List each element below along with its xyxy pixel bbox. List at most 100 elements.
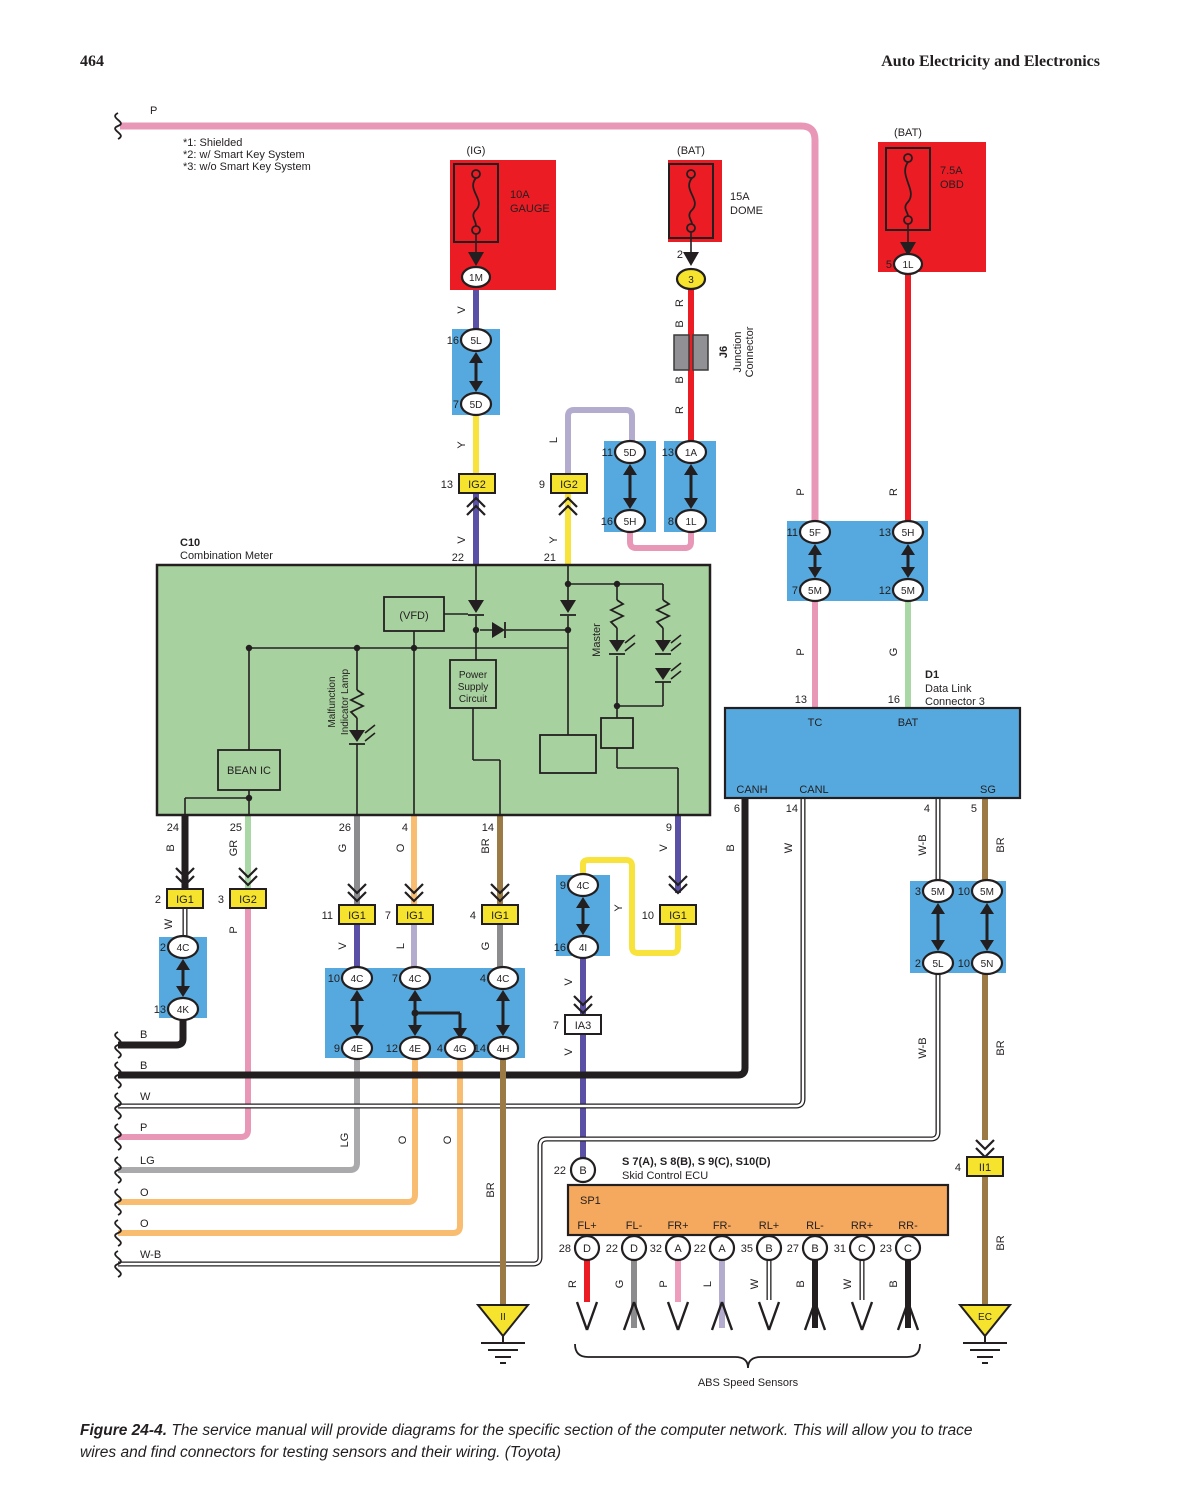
dome-loc: (BAT) (677, 145, 705, 157)
led-emission-arrows (364, 634, 682, 742)
pn-9a: 9 (539, 479, 545, 491)
obd-rating: 7.5A (940, 165, 963, 177)
pn-14b: 14 (482, 822, 494, 834)
idbox-ig1-4 (481, 904, 519, 925)
sw-l: L (702, 1281, 714, 1287)
connector-5m-4 (970, 878, 1004, 904)
le-b2: B (140, 1060, 147, 1072)
pn-9d: 9 (560, 880, 566, 892)
d1-sg: SG (980, 784, 996, 796)
wl-w2: W (163, 918, 175, 929)
connector-sp1-b (569, 1156, 597, 1184)
idbox-ii1-label: II1 (979, 1162, 991, 1174)
cl-5h3: 5H (902, 528, 915, 539)
idbox-ig1-2 (166, 888, 204, 909)
wire-lavender (565, 407, 635, 474)
wire-sensor-b (812, 1260, 911, 1328)
idbox-ig1-4-label: IG1 (491, 910, 509, 922)
psc-3: Circuit (459, 694, 488, 705)
fuse-block-obd (878, 142, 986, 272)
sp1-skid-control-box (566, 1183, 950, 1237)
pn-9b: 9 (666, 822, 672, 834)
obd-loc: (BAT) (894, 127, 922, 139)
connector-4k (166, 996, 200, 1022)
connector-4e-1 (340, 1035, 374, 1061)
cl-4c5: 4C (577, 881, 590, 892)
pn-12: 12 (879, 585, 891, 597)
cl-a2: A (718, 1243, 726, 1255)
pn-22: 22 (452, 552, 464, 564)
page-header: Auto Electricity and Electronics (881, 53, 1100, 70)
sw-r: R (567, 1280, 579, 1288)
cl-d2: D (630, 1243, 638, 1255)
pn-13d: 13 (795, 694, 807, 706)
diode-bars (349, 614, 671, 745)
wl-g2: G (337, 844, 349, 853)
chevron-arrows (175, 496, 995, 1159)
wl-p3: P (795, 648, 807, 655)
wl-br1: BR (995, 837, 1007, 852)
d1-canl: CANL (799, 784, 828, 796)
wl-wb2: W-B (917, 1037, 929, 1058)
wl-b3: B (725, 844, 737, 851)
d1-canh: CANH (736, 784, 767, 796)
connector-4c-3 (398, 965, 432, 991)
connector-5h-2 (613, 508, 647, 534)
connector-4i (566, 934, 600, 960)
pin-rrp (848, 1234, 876, 1262)
sw-w2: W (842, 1278, 854, 1289)
connector-5l-2 (921, 950, 955, 976)
wl-l1: L (548, 437, 560, 443)
j6-block-left (673, 334, 690, 371)
connector-5n (970, 950, 1004, 976)
cl-5l2: 5L (932, 959, 944, 970)
pn-2c: 2 (160, 942, 166, 954)
wl-o1: O (395, 843, 407, 852)
le-b1: B (140, 1029, 147, 1041)
cl-4c4: 4C (497, 974, 510, 985)
pn-22d: 22 (694, 1243, 706, 1255)
ch-rrp: RR+ (851, 1220, 873, 1232)
cl-4c1: 4C (177, 943, 190, 954)
j6-junction: Junction (732, 332, 744, 373)
wire-black-4k (118, 1018, 187, 1049)
gauge-rating: 10A (510, 189, 530, 201)
connector-1l-2 (674, 508, 708, 534)
cl-b3: B (811, 1243, 818, 1255)
ground-triangle-ec (957, 1304, 1013, 1338)
connector-5m-3 (921, 878, 955, 904)
vfd-box (383, 596, 445, 632)
sw-w1: W (749, 1278, 761, 1289)
bean-ic-label: BEAN IC (227, 765, 271, 777)
cl-5d2: 5D (624, 448, 637, 459)
pn-13a: 13 (441, 479, 453, 491)
cl-b2: B (765, 1243, 772, 1255)
cl-5f: 5F (809, 528, 821, 539)
pn-9c: 9 (334, 1043, 340, 1055)
cl-5m1: 5M (808, 586, 822, 597)
ch-rrm: RR- (898, 1220, 918, 1232)
c10-combination-meter-box (155, 563, 712, 817)
branch-dot (411, 1009, 419, 1017)
connector-5l (459, 327, 493, 353)
symbols (114, 112, 1013, 1369)
internal-box-1 (600, 717, 634, 749)
d1-name2: Connector 3 (925, 696, 985, 708)
pn-7c: 7 (385, 910, 391, 922)
mil-2: Indicator Lamp (340, 668, 351, 735)
pn-16c: 16 (888, 694, 900, 706)
pn-7d: 7 (392, 973, 398, 985)
cl-b: B (579, 1165, 586, 1177)
pn-14a: 14 (786, 803, 798, 815)
wl-y1: Y (456, 441, 468, 449)
le-wb: W-B (140, 1249, 161, 1261)
labels: 464 Auto Electricity and Electronics *1:… (80, 53, 1100, 1389)
pin-flp (573, 1234, 601, 1262)
ch-flm: FL- (626, 1220, 643, 1232)
connector-4c-4 (486, 965, 520, 991)
idbox-ig1-7-label: IG1 (406, 910, 424, 922)
note-1: *1: Shielded (183, 137, 242, 149)
pn-32: 32 (650, 1243, 662, 1255)
pn-10d: 10 (958, 958, 970, 970)
pn-4d: 4 (480, 973, 486, 985)
